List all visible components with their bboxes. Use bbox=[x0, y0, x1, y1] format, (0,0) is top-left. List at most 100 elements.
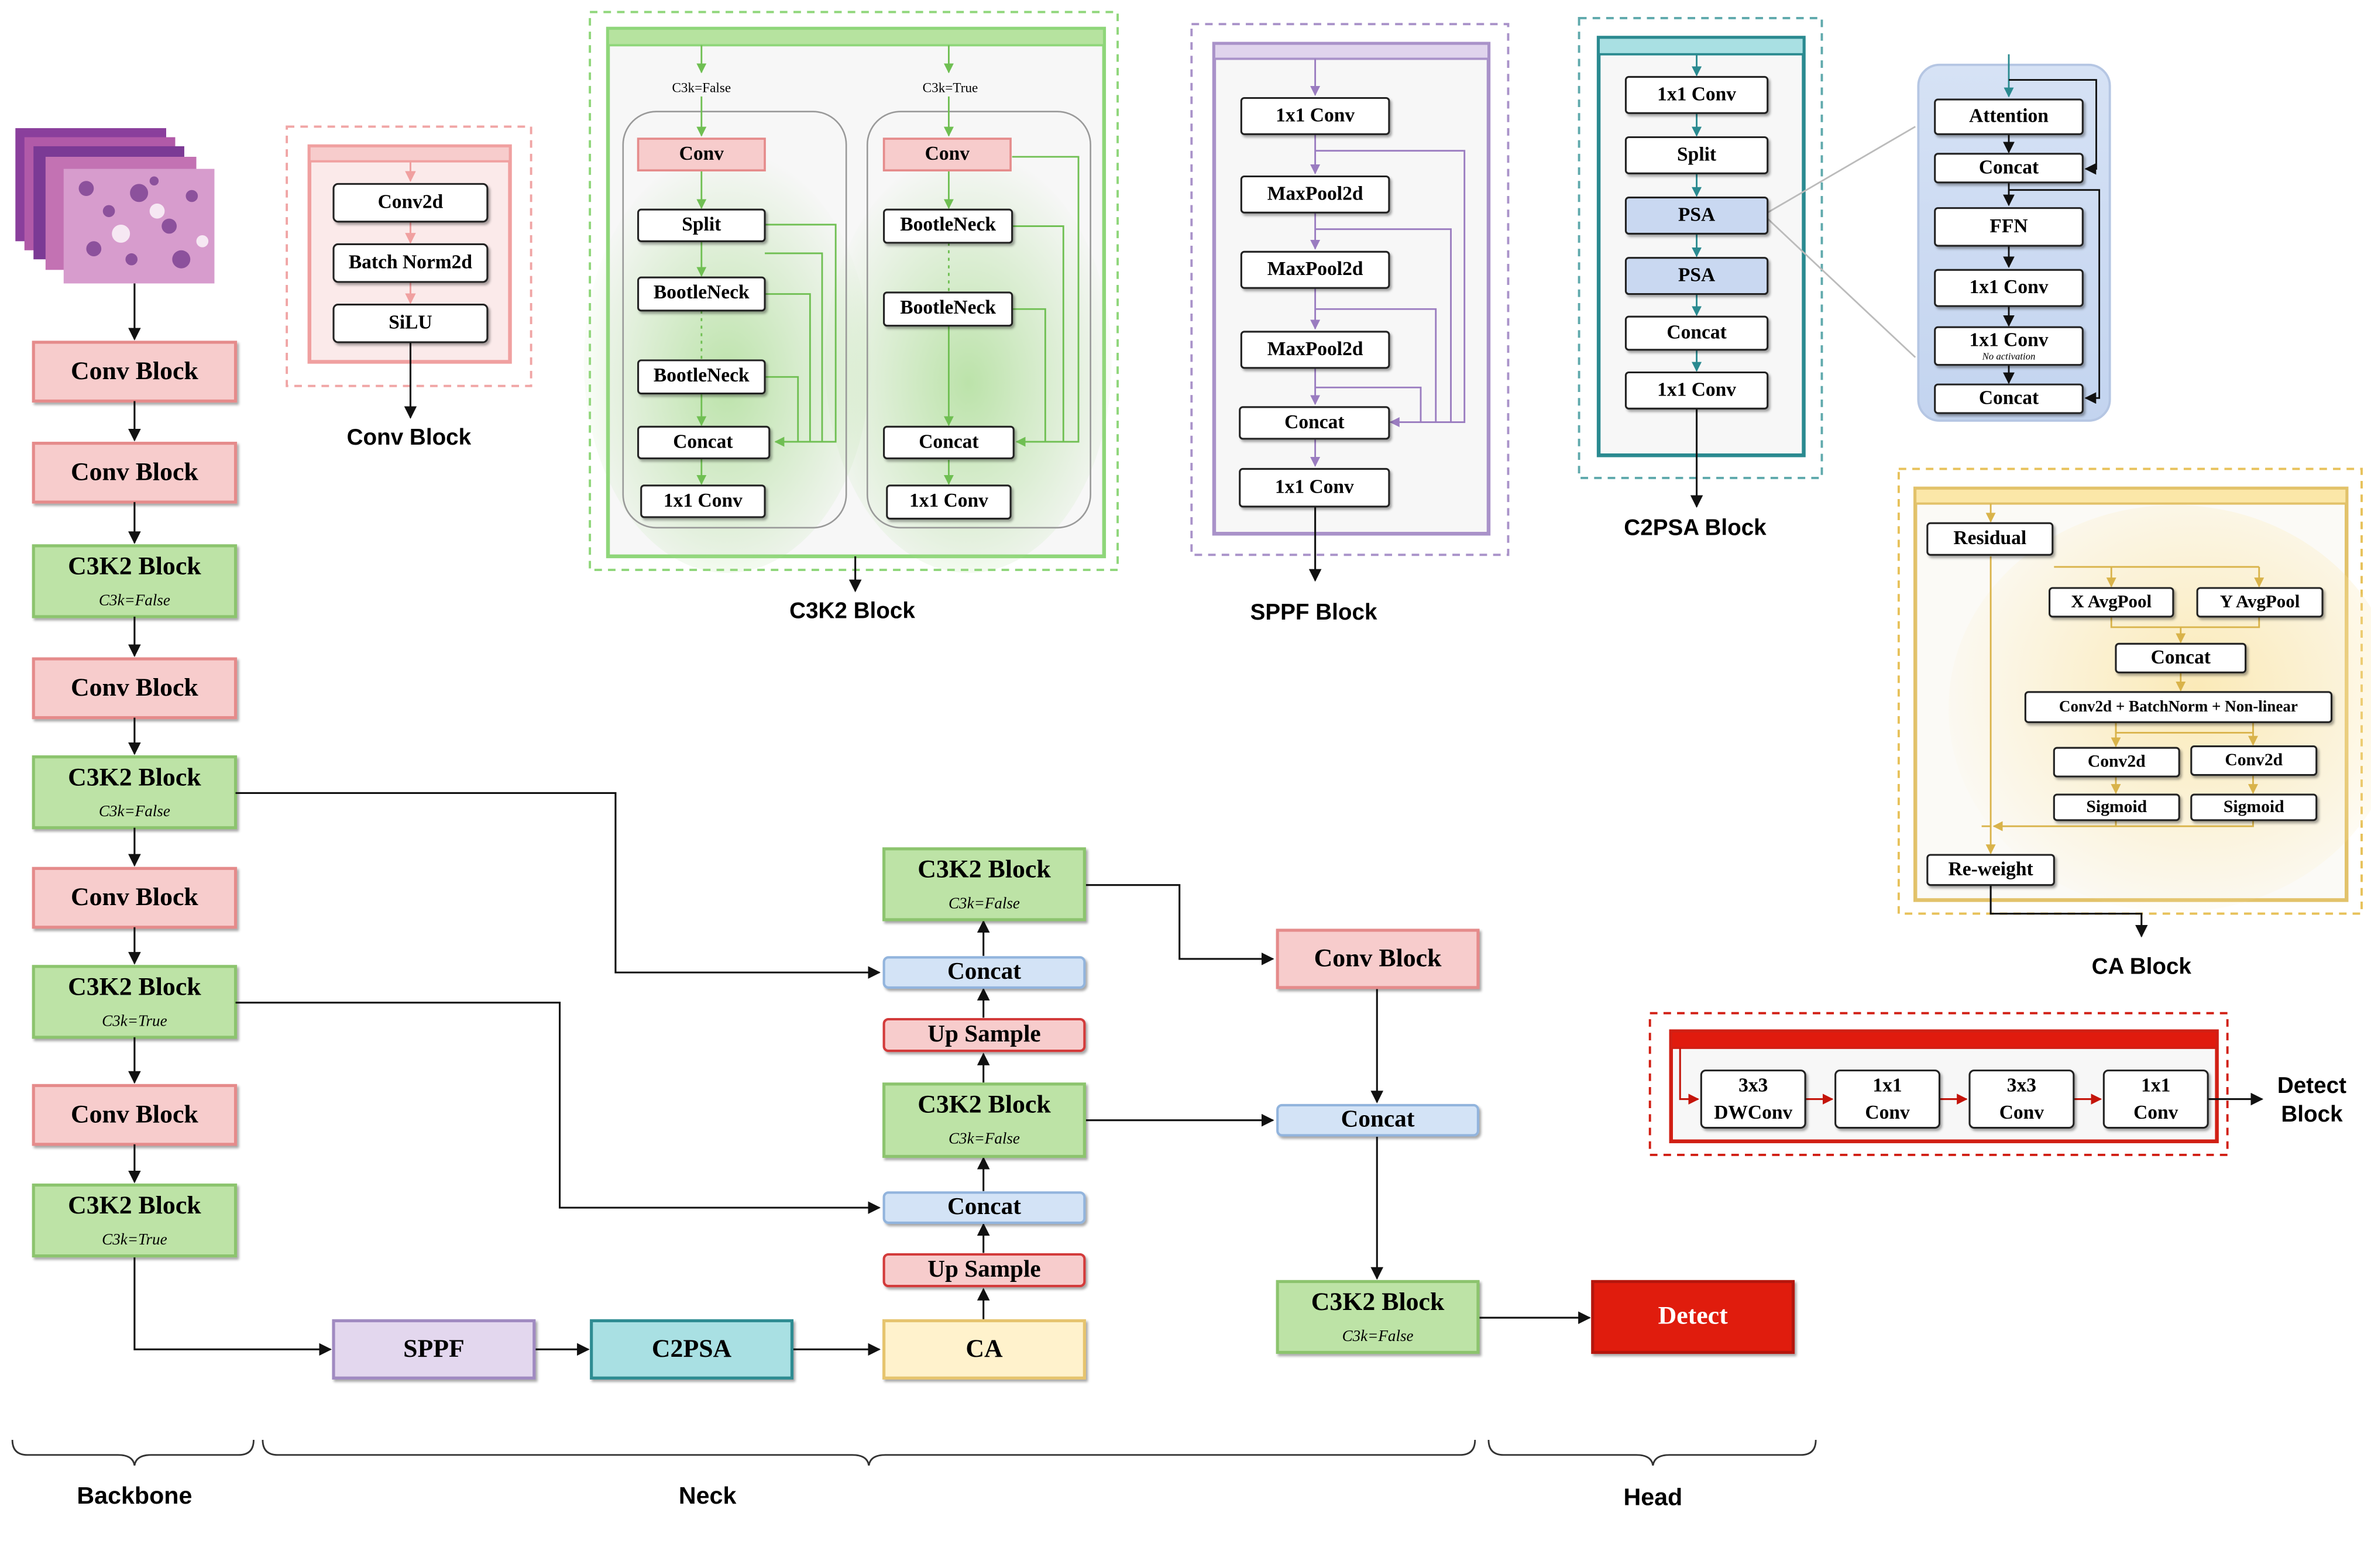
c2psa-detail-item-box[interactable] bbox=[1624, 197, 1769, 235]
detect-label: Detect bbox=[1658, 1301, 1729, 1329]
head-section-label: Head bbox=[1623, 1483, 1682, 1510]
ca-x-avgpool-label: X AvgPool bbox=[2071, 591, 2152, 611]
neck-c3k2-upper-title: C3K2 Block bbox=[918, 855, 1051, 883]
detect-detail-box[interactable] bbox=[1834, 1070, 1941, 1129]
ca-concat-box[interactable] bbox=[2115, 642, 2247, 673]
head-c3k2[interactable] bbox=[1276, 1280, 1480, 1354]
c3k2-left-conv[interactable] bbox=[637, 137, 766, 171]
neck-c3k2-upper[interactable] bbox=[882, 847, 1086, 921]
silu-label: SiLU bbox=[389, 312, 432, 333]
ca-y-avgpool-box[interactable] bbox=[2196, 587, 2324, 618]
head-concat[interactable] bbox=[1276, 1103, 1479, 1137]
sppf-detail-item-box[interactable] bbox=[1239, 467, 1390, 508]
neck-c3k2-upper-sub: C3k=False bbox=[949, 894, 1020, 912]
c3k2-right-conv-label: Conv bbox=[925, 143, 970, 164]
neck-section-label: Neck bbox=[679, 1482, 737, 1509]
detect-detail-box[interactable] bbox=[1700, 1070, 1806, 1129]
head-conv-block[interactable] bbox=[1276, 929, 1480, 989]
ca-sigmoid-left-box[interactable] bbox=[2053, 793, 2180, 821]
c3k2-right-conv[interactable] bbox=[882, 137, 1012, 171]
sppf-detail-item-box[interactable] bbox=[1239, 406, 1390, 440]
backbone-conv-block[interactable] bbox=[32, 657, 238, 720]
ca-sigmoid-left-label: Sigmoid bbox=[2086, 797, 2147, 816]
c2psa-detail-item-box[interactable] bbox=[1624, 136, 1769, 174]
sppf-block[interactable] bbox=[332, 1319, 536, 1380]
silu-box[interactable] bbox=[332, 303, 489, 343]
backbone-block-title: C3K2 Block bbox=[68, 973, 201, 1001]
detect-block[interactable] bbox=[1591, 1280, 1795, 1354]
head-c3k2-title: C3K2 Block bbox=[1311, 1288, 1445, 1316]
c2psa-detail-item-label: Split bbox=[1677, 143, 1717, 165]
concat-upper[interactable] bbox=[882, 956, 1086, 989]
ca-sigmoid-right-box[interactable] bbox=[2190, 793, 2318, 821]
psa-detail-item-label: Concat bbox=[1979, 156, 2039, 178]
c3k2-left-concat[interactable] bbox=[637, 425, 771, 459]
backbone-c3k2-block[interactable] bbox=[32, 755, 238, 830]
c2psa-detail-item-box[interactable] bbox=[1624, 371, 1769, 410]
detect-detail-box[interactable] bbox=[2102, 1070, 2209, 1129]
c3k2-left-1x1conv[interactable] bbox=[640, 484, 766, 518]
ca-conv2d-left-box[interactable] bbox=[2053, 747, 2180, 778]
psa-detail-item-box[interactable] bbox=[1934, 153, 2084, 184]
c3k2-left-bottleneck-1[interactable] bbox=[637, 276, 766, 312]
c3k2-left-bottleneck-2[interactable] bbox=[637, 359, 766, 395]
psa-detail-item-box[interactable] bbox=[1934, 98, 2084, 135]
backbone-conv-block[interactable] bbox=[32, 341, 238, 403]
psa-detail-item-label: FFN bbox=[1989, 215, 2028, 237]
c3k2-right-1x1conv[interactable] bbox=[886, 484, 1012, 520]
detect-detail-box[interactable] bbox=[1968, 1070, 2075, 1129]
ca-conv-bn-label: Conv2d + BatchNorm + Non-linear bbox=[2059, 697, 2298, 715]
c3k2-right-concat[interactable] bbox=[883, 425, 1015, 459]
c3k2-left-split-label: Split bbox=[682, 214, 721, 235]
sppf-detail-item-box[interactable] bbox=[1240, 97, 1390, 135]
concat-upper-label: Concat bbox=[947, 957, 1021, 984]
ca-block[interactable] bbox=[882, 1319, 1086, 1380]
sppf-detail-item-box[interactable] bbox=[1240, 331, 1390, 369]
up-sample-upper-label: Up Sample bbox=[927, 1020, 1041, 1047]
c3k2-right-bottleneck-2[interactable] bbox=[883, 291, 1013, 327]
batchnorm-box[interactable] bbox=[332, 243, 489, 283]
detect-block-caption-1: Detect bbox=[2277, 1073, 2346, 1098]
c3k2-right-bottleneck-1[interactable] bbox=[883, 208, 1013, 244]
backbone-c3k2-block[interactable] bbox=[32, 1183, 238, 1258]
ca-reweight-box[interactable] bbox=[1926, 854, 2055, 886]
psa-detail-item-box[interactable] bbox=[1934, 269, 2084, 307]
ca-residual-box[interactable] bbox=[1926, 522, 2054, 556]
backbone-conv-block[interactable] bbox=[32, 1084, 238, 1146]
backbone-c3k2-block[interactable] bbox=[32, 544, 238, 618]
psa-detail-item-box[interactable] bbox=[1934, 207, 2084, 247]
c2psa-detail-item-box[interactable] bbox=[1624, 75, 1769, 114]
backbone-block-subtitle: C3k=True bbox=[102, 1230, 167, 1248]
c2psa-block-caption: C2PSA Block bbox=[1624, 515, 1767, 541]
c3k2-left-split[interactable] bbox=[637, 208, 766, 242]
psa-detail-item-box[interactable] bbox=[1934, 326, 2084, 366]
concat-lower[interactable] bbox=[882, 1191, 1086, 1224]
ca-conv2d-right-box[interactable] bbox=[2190, 745, 2318, 776]
ca-x-avgpool-box[interactable] bbox=[2049, 587, 2174, 618]
neck-c3k2-lower[interactable] bbox=[882, 1082, 1086, 1158]
c2psa-block[interactable] bbox=[590, 1319, 793, 1380]
head-region: Conv Block Concat C3K2 Block C3k=False D… bbox=[1276, 929, 1795, 1354]
sppf-detail-item-box[interactable] bbox=[1240, 250, 1390, 289]
sppf-detail-item-box[interactable] bbox=[1240, 175, 1390, 214]
backbone-block-title: Conv Block bbox=[71, 883, 198, 911]
c3k2-right-bottleneck-1-label: BootleNeck bbox=[900, 214, 996, 235]
c2psa-detail-item-box[interactable] bbox=[1624, 315, 1769, 351]
ca-concat-label: Concat bbox=[2151, 647, 2211, 668]
concat-lower-label: Concat bbox=[947, 1192, 1021, 1219]
up-sample-lower[interactable] bbox=[882, 1253, 1086, 1288]
ca-block-caption: CA Block bbox=[2092, 954, 2192, 979]
c3k2-left-1x1conv-label: 1x1 Conv bbox=[664, 490, 743, 511]
ca-label: CA bbox=[965, 1335, 1003, 1363]
psa-detail-item-box[interactable] bbox=[1934, 383, 2084, 414]
c2psa-detail-item-box[interactable] bbox=[1624, 257, 1769, 295]
main-connectors bbox=[133, 792, 1591, 1356]
ca-conv2d-right-label: Conv2d bbox=[2225, 751, 2283, 769]
conv2d-box[interactable] bbox=[332, 183, 489, 223]
up-sample-upper[interactable] bbox=[882, 1017, 1086, 1053]
head-c3k2-sub: C3k=False bbox=[1342, 1327, 1414, 1345]
ca-block-detail: Residual X AvgPool Y AvgPool Concat Conv… bbox=[1897, 467, 2371, 979]
sppf-detail-item-label: MaxPool2d bbox=[1267, 338, 1363, 360]
ca-conv-bn-box[interactable] bbox=[2024, 691, 2333, 723]
